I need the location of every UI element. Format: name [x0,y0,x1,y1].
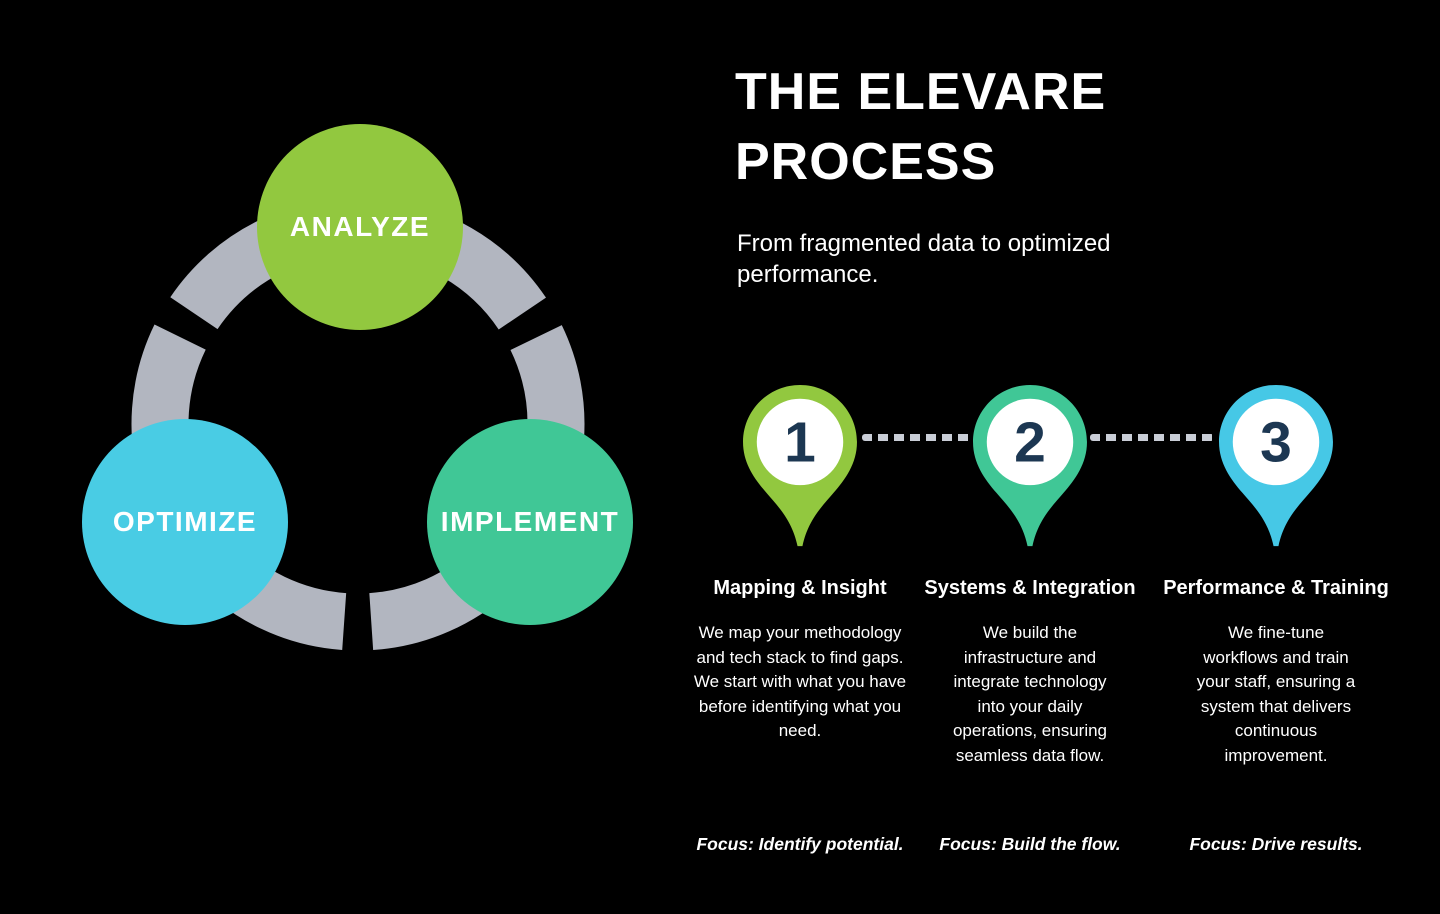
step-column-3: Performance & Training We fine-tune work… [1158,575,1394,768]
implement-label: IMPLEMENT [441,506,619,537]
step-column-1: Mapping & Insight We map your methodolog… [685,575,915,744]
step-2-focus: Focus: Build the flow. [939,834,1121,854]
cycle-diagram: ANALYZE OPTIMIZE IMPLEMENT [82,124,633,651]
page-title: THE ELEVARE PROCESS [735,57,1106,197]
step-1-focus: Focus: Identify potential. [696,834,904,854]
step-2-number: 2 [1014,411,1046,475]
implement-circle [427,419,633,625]
page-title-line2: PROCESS [735,133,997,191]
step-2-title: Systems & Integration [924,577,1136,599]
step-1-title: Mapping & Insight [713,577,887,599]
step-3-title: Performance & Training [1163,577,1389,599]
step-3-description: We fine-tune workflows and train your st… [1196,623,1356,765]
step-column-2: Systems & Integration We build the infra… [915,575,1145,768]
map-pin-icon-3: 3 [1219,384,1333,547]
step-1-number: 1 [784,411,816,475]
page-title-line1: THE ELEVARE [735,63,1107,121]
dashed-connector-1 [862,434,972,441]
cycle-node-analyze: ANALYZE [257,124,463,330]
cycle-node-implement: IMPLEMENT [427,419,633,625]
step-3-focus: Focus: Drive results. [1189,834,1363,854]
pin-1-inner-circle [756,398,844,486]
pin-3-inner-circle [1232,398,1320,486]
map-pin-icon-1: 1 [743,384,857,547]
optimize-label: OPTIMIZE [113,506,257,537]
dashed-connector-2 [1090,434,1214,441]
page-subtitle: From fragmented data to optimized perfor… [737,230,1111,288]
cycle-node-optimize: OPTIMIZE [82,419,288,625]
pin-2-inner-circle [986,398,1074,486]
analyze-circle [257,124,463,330]
analyze-label: ANALYZE [290,211,430,242]
step-1-description: We map your methodology and tech stack t… [693,623,907,740]
map-pin-icon-2: 2 [973,384,1087,547]
step-2-description: We build the infrastructure and integrat… [952,623,1108,765]
step-3-number: 3 [1260,411,1292,475]
optimize-circle [82,419,288,625]
